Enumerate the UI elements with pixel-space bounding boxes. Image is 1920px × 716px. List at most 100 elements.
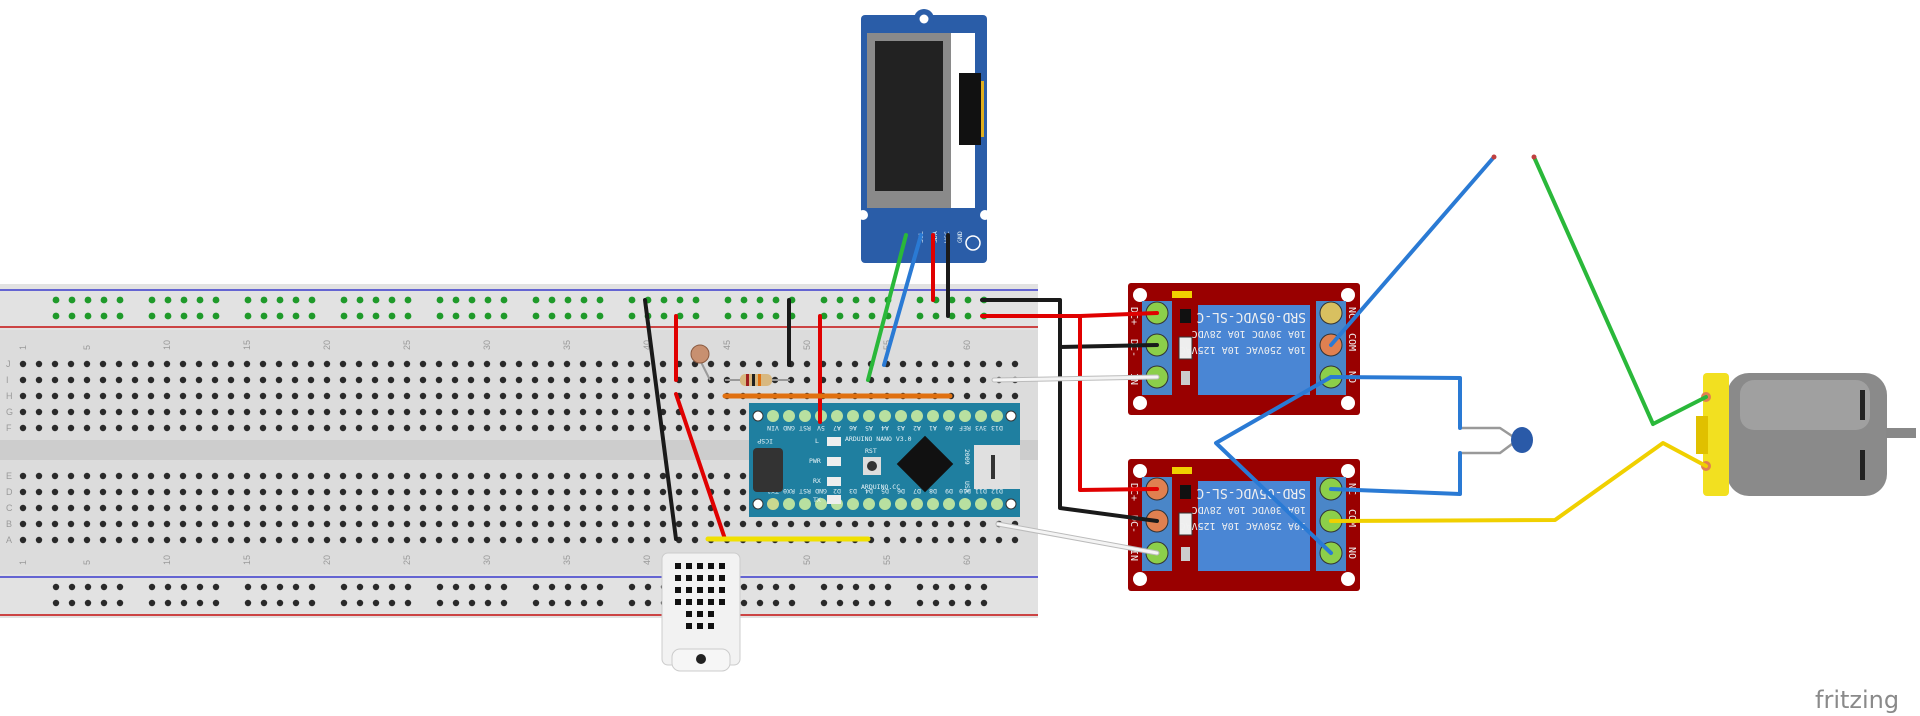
wire-end[interactable] [1491, 154, 1497, 160]
breadboard-hole[interactable] [419, 504, 427, 512]
breadboard-hole[interactable] [163, 472, 171, 480]
rail-hole[interactable] [340, 599, 348, 607]
rail-hole[interactable] [452, 599, 460, 607]
breadboard-hole[interactable] [323, 536, 331, 544]
wire-blue[interactable] [1329, 155, 1496, 347]
breadboard-hole[interactable] [595, 520, 603, 528]
rail-hole[interactable] [676, 312, 684, 320]
breadboard-hole[interactable] [739, 488, 747, 496]
breadboard-hole[interactable] [339, 504, 347, 512]
nano-pin[interactable] [911, 410, 923, 422]
rail-hole[interactable] [164, 599, 172, 607]
breadboard-hole[interactable] [979, 536, 987, 544]
breadboard-hole[interactable] [291, 488, 299, 496]
breadboard-hole[interactable] [323, 520, 331, 528]
breadboard-hole[interactable] [275, 536, 283, 544]
breadboard-hole[interactable] [611, 536, 619, 544]
rail-hole[interactable] [340, 296, 348, 304]
breadboard-hole[interactable] [211, 392, 219, 400]
breadboard-hole[interactable] [259, 472, 267, 480]
breadboard-hole[interactable] [35, 536, 43, 544]
breadboard-hole[interactable] [483, 360, 491, 368]
rail-hole[interactable] [100, 312, 108, 320]
breadboard-hole[interactable] [963, 520, 971, 528]
rail-hole[interactable] [564, 583, 572, 591]
nano-pin[interactable] [831, 410, 843, 422]
breadboard-hole[interactable] [307, 376, 315, 384]
breadboard-hole[interactable] [35, 504, 43, 512]
breadboard-hole[interactable] [515, 488, 523, 496]
breadboard-hole[interactable] [579, 472, 587, 480]
breadboard-hole[interactable] [387, 504, 395, 512]
breadboard-hole[interactable] [547, 424, 555, 432]
rail-hole[interactable] [564, 312, 572, 320]
breadboard-hole[interactable] [771, 360, 779, 368]
breadboard-hole[interactable] [979, 376, 987, 384]
dc-motor[interactable] [1696, 373, 1916, 496]
breadboard-hole[interactable] [131, 408, 139, 416]
breadboard-hole[interactable] [595, 376, 603, 384]
nano-pin[interactable] [959, 498, 971, 510]
rail-hole[interactable] [740, 312, 748, 320]
breadboard-hole[interactable] [195, 472, 203, 480]
breadboard-hole[interactable] [51, 424, 59, 432]
rail-hole[interactable] [148, 583, 156, 591]
breadboard-hole[interactable] [467, 408, 475, 416]
breadboard-hole[interactable] [659, 536, 667, 544]
rail-hole[interactable] [548, 296, 556, 304]
breadboard-hole[interactable] [515, 504, 523, 512]
breadboard-hole[interactable] [691, 408, 699, 416]
breadboard-hole[interactable] [755, 360, 763, 368]
breadboard-hole[interactable] [467, 520, 475, 528]
rail-hole[interactable] [212, 312, 220, 320]
rail-hole[interactable] [500, 583, 508, 591]
breadboard-hole[interactable] [611, 424, 619, 432]
nano-pin[interactable] [991, 410, 1003, 422]
breadboard-hole[interactable] [739, 472, 747, 480]
breadboard-hole[interactable] [515, 424, 523, 432]
wire-green-scl[interactable] [866, 233, 908, 382]
rail-hole[interactable] [836, 296, 844, 304]
breadboard-hole[interactable] [707, 360, 715, 368]
rail-hole[interactable] [916, 583, 924, 591]
breadboard-hole[interactable] [499, 488, 507, 496]
breadboard-hole[interactable] [307, 536, 315, 544]
breadboard-hole[interactable] [691, 472, 699, 480]
breadboard-hole[interactable] [83, 360, 91, 368]
breadboard-hole[interactable] [771, 520, 779, 528]
breadboard-hole[interactable] [563, 520, 571, 528]
rail-hole[interactable] [372, 583, 380, 591]
breadboard-hole[interactable] [243, 504, 251, 512]
breadboard-hole[interactable] [723, 520, 731, 528]
breadboard-hole[interactable] [387, 536, 395, 544]
breadboard-hole[interactable] [563, 360, 571, 368]
rail-hole[interactable] [788, 599, 796, 607]
breadboard-hole[interactable] [643, 488, 651, 496]
breadboard-hole[interactable] [723, 488, 731, 496]
breadboard-hole[interactable] [179, 392, 187, 400]
breadboard-hole[interactable] [115, 360, 123, 368]
breadboard-hole[interactable] [259, 360, 267, 368]
breadboard-hole[interactable] [531, 536, 539, 544]
breadboard-hole[interactable] [483, 392, 491, 400]
rail-hole[interactable] [196, 296, 204, 304]
breadboard-hole[interactable] [467, 488, 475, 496]
breadboard-hole[interactable] [435, 504, 443, 512]
rail-hole[interactable] [404, 296, 412, 304]
breadboard-hole[interactable] [499, 392, 507, 400]
breadboard-hole[interactable] [163, 520, 171, 528]
breadboard-hole[interactable] [547, 488, 555, 496]
rail-hole[interactable] [68, 312, 76, 320]
breadboard-hole[interactable] [291, 408, 299, 416]
breadboard-hole[interactable] [963, 376, 971, 384]
breadboard-hole[interactable] [979, 520, 987, 528]
rail-hole[interactable] [484, 312, 492, 320]
nano-pin[interactable] [783, 498, 795, 510]
breadboard-hole[interactable] [451, 488, 459, 496]
breadboard-hole[interactable] [211, 408, 219, 416]
rail-hole[interactable] [436, 599, 444, 607]
breadboard-hole[interactable] [99, 536, 107, 544]
breadboard-hole[interactable] [19, 360, 27, 368]
breadboard-hole[interactable] [643, 424, 651, 432]
breadboard-hole[interactable] [419, 536, 427, 544]
